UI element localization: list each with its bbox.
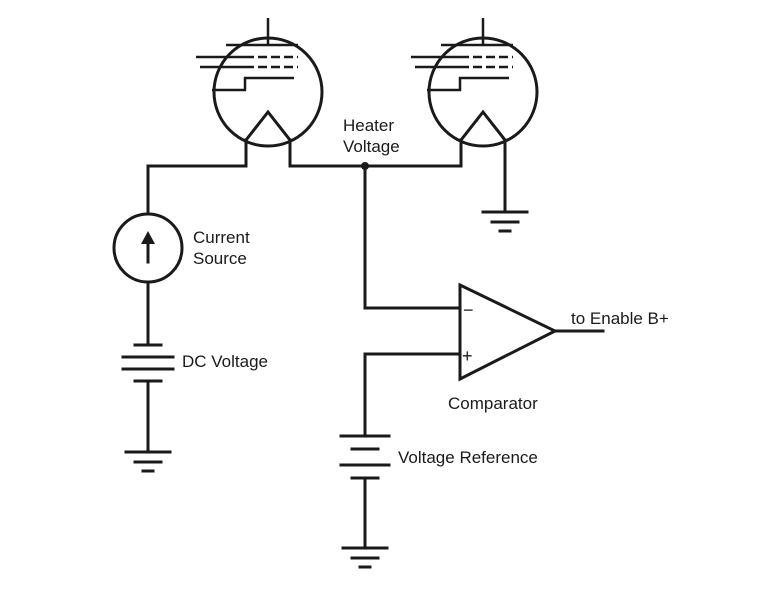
current-source-label: Current Source xyxy=(193,228,254,268)
comparator: − + xyxy=(458,282,559,382)
to-enable-label: to Enable B+ xyxy=(571,309,669,328)
voltage-reference-battery xyxy=(339,434,391,480)
heater-voltage-label: Heater Voltage xyxy=(343,116,400,156)
voltage-reference-label: Voltage Reference xyxy=(398,448,538,467)
heater-voltage-node xyxy=(361,162,369,170)
vacuum-tube-left xyxy=(196,18,324,168)
comparator-minus-sign: − xyxy=(463,300,474,320)
dc-voltage-label: DC Voltage xyxy=(182,352,268,371)
wires xyxy=(146,164,605,550)
current-source xyxy=(112,212,184,284)
vacuum-tube-right xyxy=(411,18,539,214)
comparator-plus-sign: + xyxy=(462,346,473,366)
ground-icon-right xyxy=(481,210,529,233)
ground-icon-reference xyxy=(341,546,389,569)
dc-voltage-battery xyxy=(121,343,175,383)
arrow-up-icon xyxy=(141,231,155,244)
comparator-label: Comparator xyxy=(448,394,538,413)
ground-icon-dc xyxy=(124,450,172,473)
